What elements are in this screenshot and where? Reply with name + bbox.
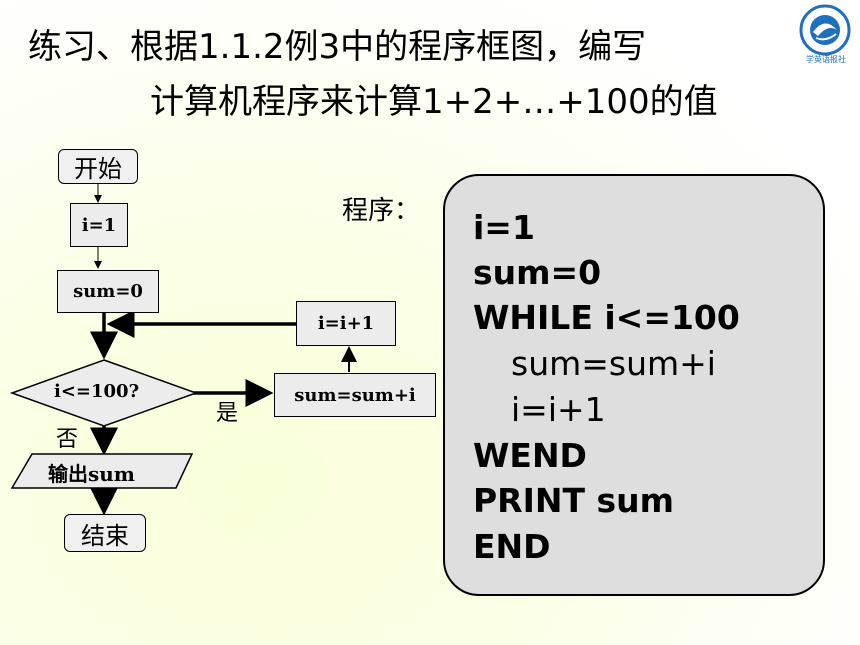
code-line: WHILE i<=100 — [473, 298, 740, 337]
code-line: i=i+1 — [511, 390, 606, 429]
title-line-2: 计算机程序来计算1+2+…+100的值 — [150, 82, 718, 122]
code-line: END — [473, 527, 551, 566]
code-line: WEND — [473, 436, 587, 475]
yes-label: 是 — [216, 401, 239, 426]
init-sum-box: sum=0 — [57, 270, 159, 313]
logo-text: 学英语报社 — [806, 55, 846, 64]
condition-label: i<=100? — [54, 381, 140, 402]
code-line: PRINT sum — [473, 481, 675, 520]
accumulate-box: sum=sum+i — [274, 373, 436, 417]
end-node: 结束 — [64, 514, 146, 552]
condition-diamond — [9, 359, 199, 427]
output-parallelogram — [10, 453, 194, 489]
school-seal-icon — [796, 4, 854, 66]
title-line-1: 练习、根据1.1.2例3中的程序框图，编写 — [28, 27, 647, 67]
code-line: sum=0 — [473, 253, 602, 292]
increment-box: i=i+1 — [296, 301, 396, 346]
init-i-box: i=1 — [70, 203, 128, 247]
code-panel: i=1 sum=0 WHILE i<=100 sum=sum+i i=i+1 W… — [443, 174, 825, 596]
no-label: 否 — [56, 427, 79, 452]
start-node: 开始 — [58, 149, 138, 184]
output-label: 输出sum — [48, 462, 135, 486]
code-line: i=1 — [473, 208, 535, 247]
code-line: sum=sum+i — [511, 344, 716, 383]
program-label: 程序： — [342, 196, 421, 226]
